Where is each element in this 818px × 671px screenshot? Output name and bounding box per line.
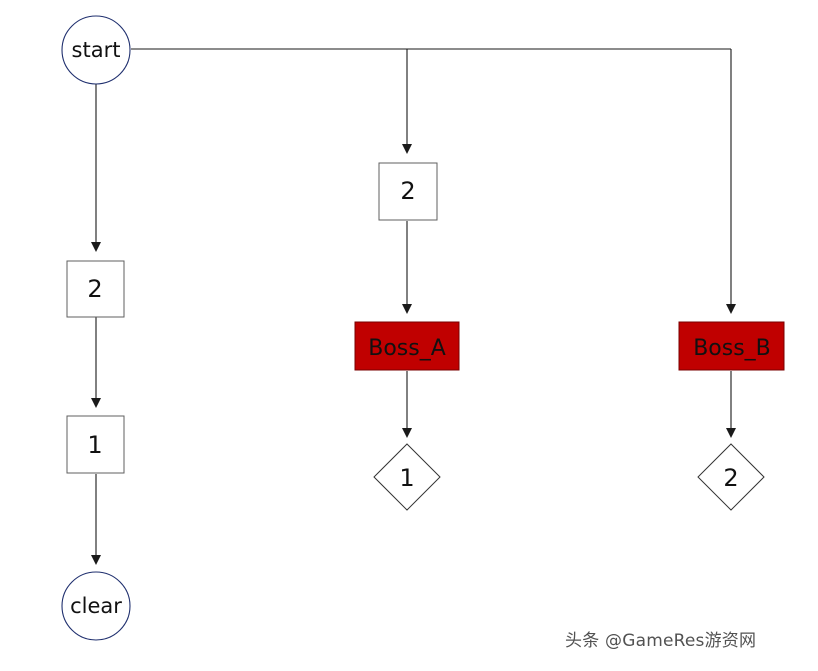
node-diamond-1: 1	[373, 443, 441, 511]
node-start-label: start	[72, 38, 121, 62]
node-clear-label: clear	[70, 594, 122, 618]
node-boss-a-label: Boss_A	[368, 336, 446, 361]
node-start: start	[61, 15, 131, 85]
node-left-1-label: 1	[87, 431, 102, 459]
node-boss-b: Boss_B	[678, 321, 785, 371]
node-left-1: 1	[66, 415, 125, 474]
node-left-2: 2	[66, 260, 125, 318]
node-mid-2: 2	[378, 162, 438, 221]
node-left-2-label: 2	[87, 275, 102, 303]
node-boss-a: Boss_A	[354, 321, 460, 371]
node-mid-2-label: 2	[400, 177, 415, 205]
node-clear: clear	[61, 571, 131, 641]
node-diamond-2-label: 2	[723, 464, 738, 492]
node-diamond-2: 2	[697, 443, 765, 511]
watermark-text: 头条 @GameRes游资网	[565, 631, 757, 651]
node-diamond-1-label: 1	[399, 464, 414, 492]
node-boss-b-label: Boss_B	[693, 336, 771, 361]
edges	[91, 48, 736, 565]
